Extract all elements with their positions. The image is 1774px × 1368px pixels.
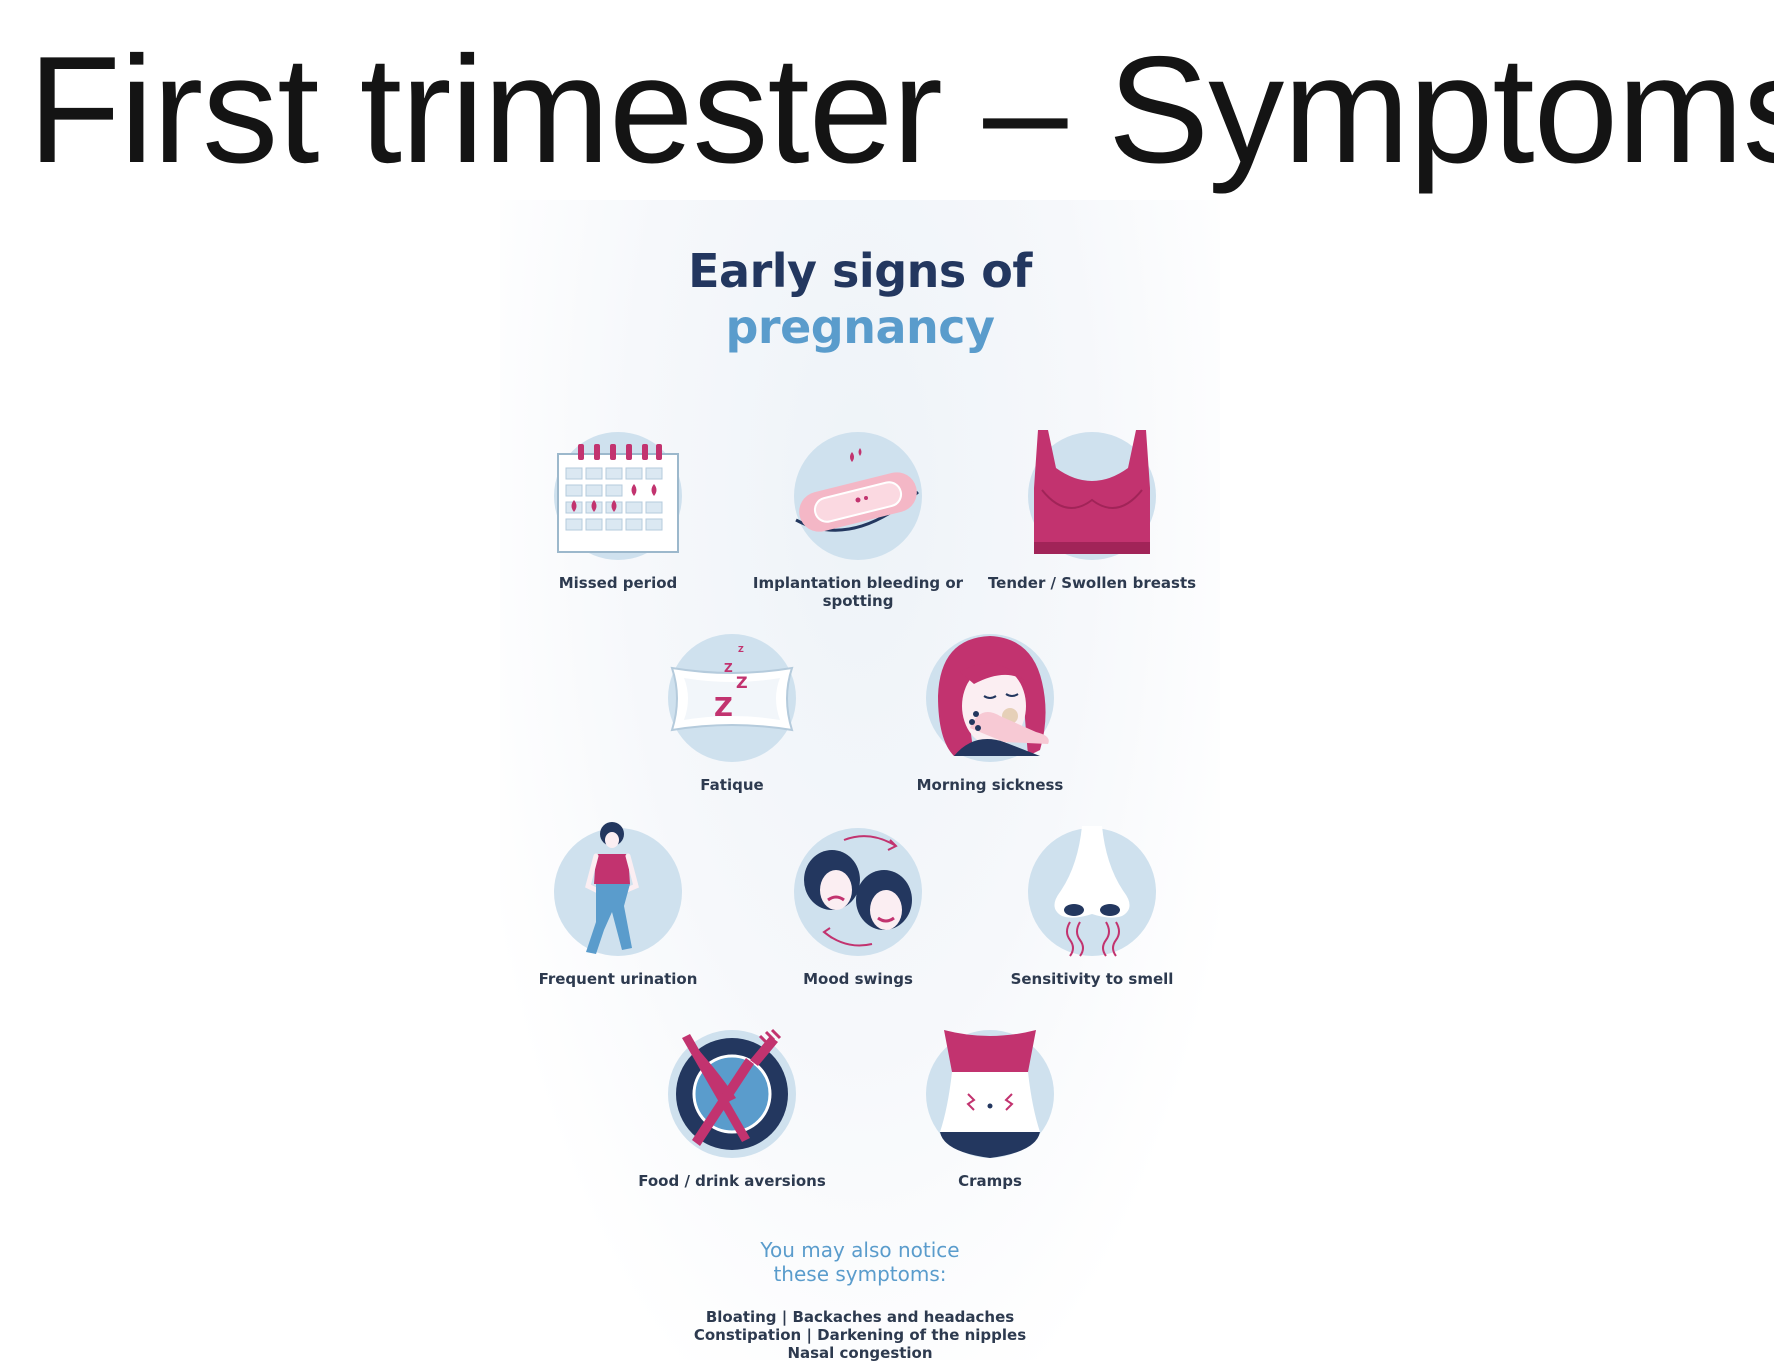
symptom-label-morning-sickness: Morning sickness xyxy=(916,776,1064,794)
pillow-icon: Z Z Z Z xyxy=(666,632,798,764)
extra-symptoms-line: Nasal congestion xyxy=(787,1344,933,1362)
svg-text:Z: Z xyxy=(714,693,733,723)
sanitary-pad-icon xyxy=(792,430,924,562)
symptom-label-tender-breasts: Tender / Swollen breasts xyxy=(987,574,1197,592)
symptom-label-frequent-urination: Frequent urination xyxy=(538,970,698,988)
bra-icon xyxy=(1026,430,1158,562)
slide-title: First trimester – Symptoms xyxy=(28,25,1774,195)
svg-text:Z: Z xyxy=(736,673,748,692)
extra-symptoms-line: Constipation | Darkening of the nipples xyxy=(693,1326,1027,1344)
symptom-label-mood-swings: Mood swings xyxy=(803,970,913,988)
plate-fork-knife-icon xyxy=(666,1028,798,1160)
notice-subheading: these symptoms: xyxy=(773,1262,947,1286)
extra-symptoms-line: Bloating | Backaches and headaches xyxy=(705,1308,1015,1326)
belly-cramps-icon xyxy=(924,1028,1056,1160)
notice-heading: You may also notice xyxy=(760,1238,960,1262)
svg-text:Z: Z xyxy=(724,661,733,675)
poster-heading: Early signs of xyxy=(688,244,1032,298)
mood-faces-icon xyxy=(792,826,924,958)
woman-standing-icon xyxy=(552,822,684,958)
symptom-label-missed-period: Missed period xyxy=(558,574,678,592)
nauseous-woman-icon xyxy=(924,632,1056,764)
poster-heading-highlight: pregnancy xyxy=(725,300,995,354)
infographic-poster: Early signs of pregnancy xyxy=(500,200,1220,1362)
nose-icon xyxy=(1026,826,1158,958)
symptom-label-fatigue: Fatique xyxy=(700,776,764,794)
symptom-label-sensitivity-to-smell: Sensitivity to smell xyxy=(1010,970,1174,988)
svg-text:Z: Z xyxy=(738,645,744,654)
calendar-icon xyxy=(552,430,684,562)
symptom-label-implantation-bleeding: Implantation bleeding or spotting xyxy=(752,574,964,610)
symptom-label-cramps: Cramps xyxy=(958,1172,1022,1190)
symptom-label-food-aversions: Food / drink aversions xyxy=(638,1172,826,1190)
